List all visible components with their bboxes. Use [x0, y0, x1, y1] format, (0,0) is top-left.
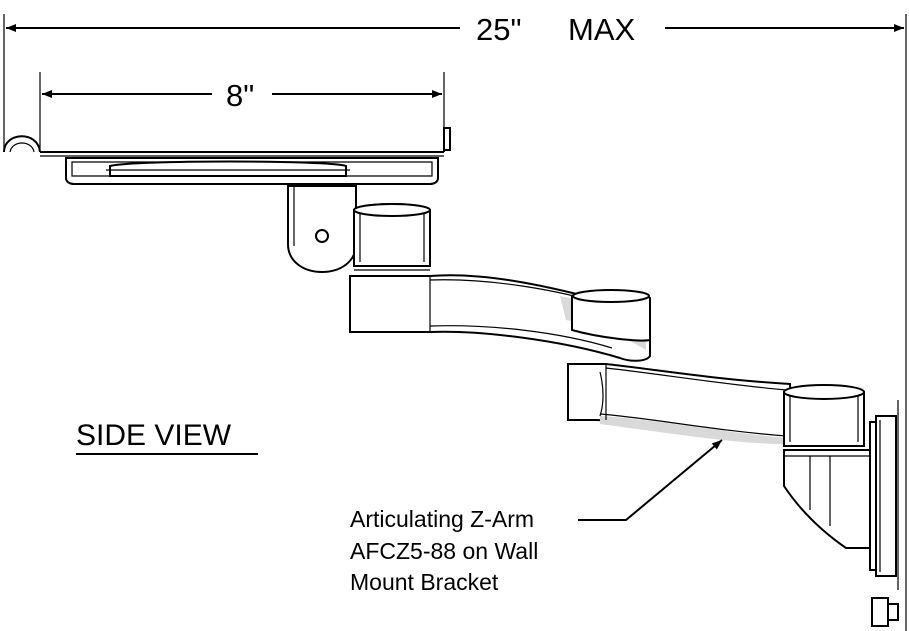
wall-plate	[875, 415, 897, 577]
callout-leader-line	[578, 439, 723, 521]
callout-line-3: Mount Bracket	[350, 569, 499, 595]
overall-dimension: 25" MAX	[3, 12, 907, 400]
tray-dimension: 8"	[39, 72, 445, 150]
first-arm-segment	[349, 274, 651, 362]
wall-mount-bracket	[783, 384, 907, 631]
callout-line-1: Articulating Z-Arm	[350, 506, 534, 532]
upper-swivel	[353, 203, 431, 271]
view-label: SIDE VIEW	[76, 419, 258, 455]
view-label-text: SIDE VIEW	[76, 419, 232, 452]
keyboard-tray	[3, 127, 451, 274]
tilt-pivot-bolt	[315, 229, 329, 243]
mount-knob	[871, 597, 889, 627]
wrist-rest	[3, 135, 41, 153]
callout-line-2: AFCZ5-88 on Wall	[350, 538, 538, 564]
overall-dimension-value: 25"	[476, 12, 522, 47]
arm-callout: Articulating Z-Arm AFCZ5-88 on Wall Moun…	[350, 439, 723, 595]
second-arm-segment	[567, 363, 794, 444]
overall-dimension-suffix: MAX	[568, 12, 636, 47]
tray-dimension-value: 8"	[226, 78, 254, 113]
